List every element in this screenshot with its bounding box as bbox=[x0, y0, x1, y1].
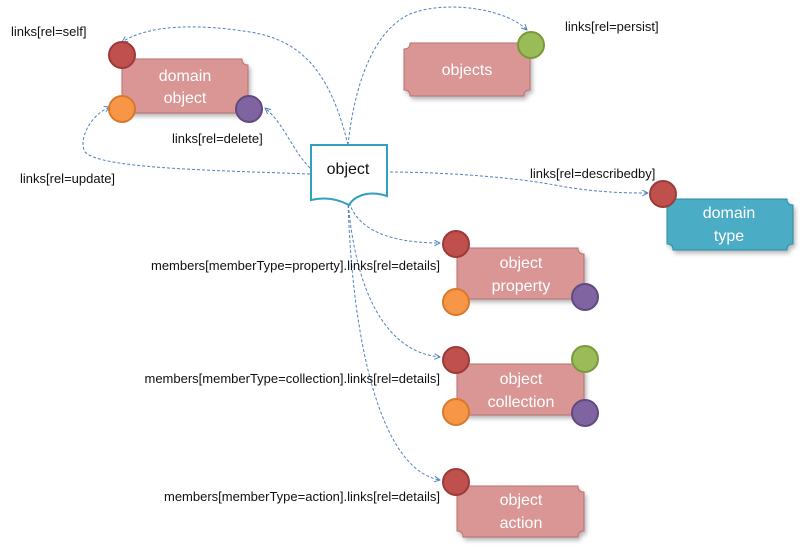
object-action-node: object action bbox=[442, 468, 585, 538]
orange-connector-dot bbox=[108, 95, 136, 123]
red-connector-dot bbox=[442, 230, 470, 258]
objects-label: objects bbox=[442, 62, 493, 79]
red-connector-dot bbox=[442, 346, 470, 374]
link-collection-connector bbox=[347, 199, 440, 357]
object-property-label-line-2: property bbox=[492, 278, 551, 295]
link-describedby-connector bbox=[384, 171, 648, 193]
object-property-node: object property bbox=[442, 230, 599, 316]
domain-object-label-line-2: object bbox=[164, 90, 207, 107]
red-connector-dot bbox=[108, 41, 136, 69]
link-connectors bbox=[82, 6, 648, 480]
label-links-delete: links[rel=delete] bbox=[172, 131, 263, 146]
red-connector-dot bbox=[442, 468, 470, 496]
purple-connector-dot bbox=[571, 399, 599, 427]
label-links-update: links[rel=update] bbox=[20, 171, 116, 186]
purple-connector-dot bbox=[571, 283, 599, 311]
label-property-details: members[memberType=property].links[rel=d… bbox=[150, 258, 440, 273]
label-links-persist: links[rel=persist] bbox=[565, 19, 659, 34]
purple-connector-dot bbox=[235, 95, 263, 123]
orange-connector-dot bbox=[442, 398, 470, 426]
object-action-label-line-2: action bbox=[500, 515, 543, 532]
object-property-label-line-1: object bbox=[500, 255, 543, 272]
label-action-details: members[memberType=action].links[rel=det… bbox=[163, 489, 440, 504]
object-node: object bbox=[310, 144, 388, 207]
green-connector-dot bbox=[571, 345, 599, 373]
object-collection-label-line-1: object bbox=[500, 371, 543, 388]
link-action-connector bbox=[347, 199, 440, 480]
object-label: object bbox=[327, 161, 370, 178]
label-collection-details: members[memberType=collection].links[rel… bbox=[144, 371, 440, 386]
domain-object-label-line-1: domain bbox=[159, 68, 211, 85]
link-property-connector bbox=[347, 197, 440, 243]
orange-connector-dot bbox=[442, 288, 470, 316]
object-collection-node: object collection bbox=[442, 345, 599, 427]
green-connector-dot bbox=[517, 31, 545, 59]
link-update-connector bbox=[82, 107, 311, 175]
link-self-connector bbox=[122, 26, 349, 146]
objects-node: objects bbox=[403, 31, 545, 97]
red-connector-dot bbox=[649, 180, 677, 208]
object-collection-label-line-2: collection bbox=[488, 394, 555, 411]
label-links-self: links[rel=self] bbox=[11, 24, 87, 39]
object-action-label-line-1: object bbox=[500, 492, 543, 509]
domain-type-node: domain type bbox=[649, 180, 794, 251]
link-persist-connector bbox=[347, 6, 527, 146]
domain-type-label-line-1: domain bbox=[703, 205, 755, 222]
link-delete-connector bbox=[265, 108, 311, 169]
domain-type-label-line-2: type bbox=[714, 228, 744, 245]
domain-object-node: domain object bbox=[108, 41, 263, 123]
label-links-describedby: links[rel=describedby] bbox=[530, 166, 656, 181]
